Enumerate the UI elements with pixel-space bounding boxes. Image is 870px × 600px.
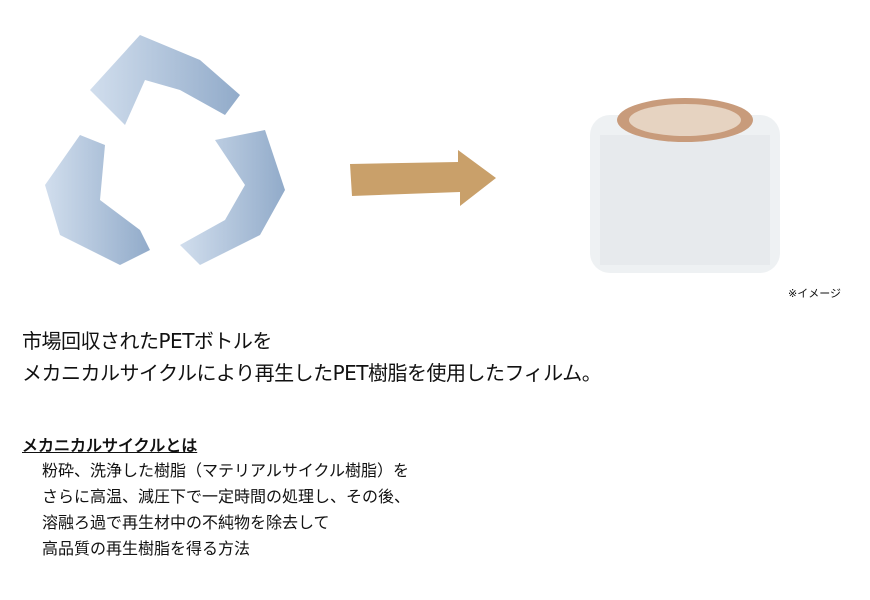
lead-line: 市場回収されたPETボトルを bbox=[22, 329, 272, 353]
lead-line: メカニカルサイクルにより再生したPET樹脂を使用したフィルム。 bbox=[22, 361, 602, 385]
film-roll-image bbox=[590, 98, 780, 273]
arrow-icon bbox=[350, 150, 496, 206]
recycle-bottles-image bbox=[45, 35, 285, 265]
section-body: 粉砕、洗浄した樹脂（マテリアルサイクル樹脂）を さらに高温、減圧下で一定時間の処… bbox=[42, 458, 410, 562]
section-title: メカニカルサイクルとは bbox=[22, 436, 198, 455]
lead-text: 市場回収されたPETボトルを メカニカルサイクルにより再生したPET樹脂を使用し… bbox=[22, 325, 602, 389]
body-line: 粉砕、洗浄した樹脂（マテリアルサイクル樹脂）を bbox=[42, 461, 410, 480]
body-line: さらに高温、減圧下で一定時間の処理し、その後、 bbox=[42, 487, 411, 506]
body-line: 高品質の再生樹脂を得る方法 bbox=[42, 539, 251, 558]
body-line: 溶融ろ過で再生材中の不純物を除去して bbox=[42, 513, 330, 532]
image-note: ※イメージ bbox=[788, 287, 841, 300]
